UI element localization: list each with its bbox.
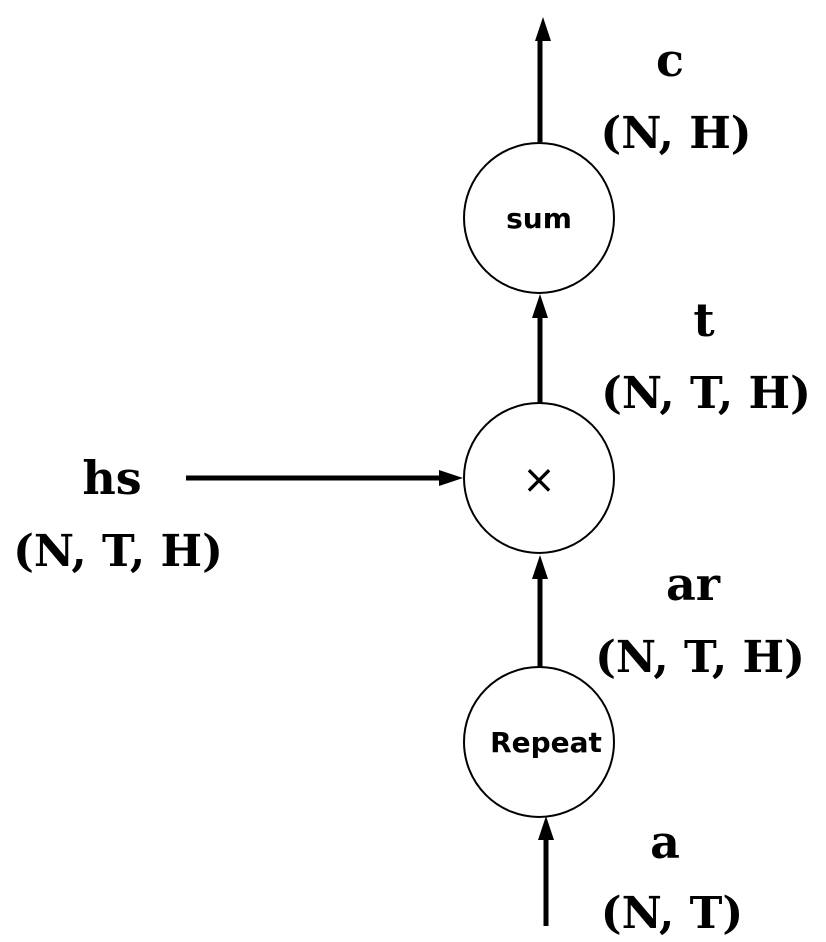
label-ar-shape: (N, T, H)	[595, 632, 805, 683]
repeat-node: Repeat	[463, 666, 615, 818]
repeat-node-label: Repeat	[490, 726, 602, 759]
edges	[186, 17, 554, 926]
label-ar: ar (N, T, H)	[595, 557, 805, 683]
label-c: c (N, H)	[600, 33, 751, 159]
multiply-node-circle	[463, 402, 615, 554]
repeat-node-circle	[463, 666, 615, 818]
sum-node: sum	[463, 142, 615, 294]
label-a: a (N, T)	[601, 815, 743, 939]
label-t-name: t	[693, 293, 715, 347]
multiply-node: ×	[463, 402, 615, 554]
arrowhead-repeat-to-multiply	[532, 555, 548, 579]
label-c-shape: (N, H)	[600, 108, 751, 159]
label-ar-name: ar	[666, 557, 721, 611]
label-t: t (N, T, H)	[601, 293, 811, 419]
sum-node-label: sum	[506, 202, 572, 235]
label-t-shape: (N, T, H)	[601, 368, 811, 419]
multiply-node-label: ×	[522, 457, 556, 503]
label-hs: hs (N, T, H)	[13, 451, 223, 577]
arrowhead-a-to-repeat	[538, 816, 554, 840]
arrowhead-hs-to-multiply	[439, 470, 463, 486]
arrowhead-sum-to-c	[535, 17, 551, 41]
label-hs-shape: (N, T, H)	[13, 526, 223, 577]
label-hs-name: hs	[82, 451, 141, 505]
label-a-shape: (N, T)	[601, 888, 743, 939]
label-c-name: c	[656, 33, 684, 87]
arrowhead-multiply-to-sum	[532, 294, 548, 318]
sum-node-circle	[463, 142, 615, 294]
label-a-name: a	[650, 815, 680, 869]
